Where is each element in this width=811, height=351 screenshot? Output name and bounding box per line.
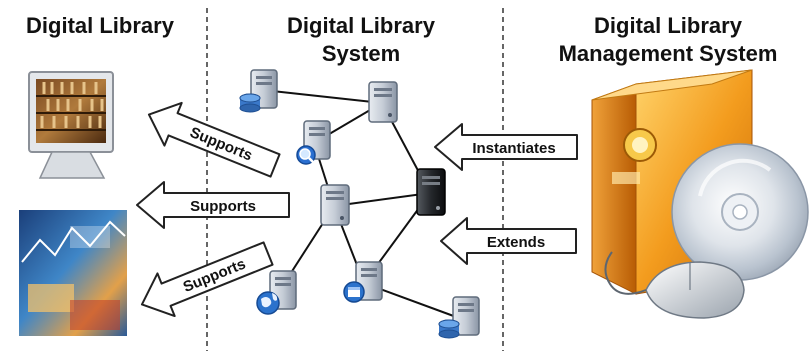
right-column-title-line2: Management System: [559, 41, 778, 66]
supports-middle-label: Supports: [190, 198, 256, 215]
supports-middle-arrow: Supports: [136, 181, 290, 229]
server-tower-icon: [320, 184, 350, 226]
instantiates-arrow: Instantiates: [434, 123, 578, 171]
server-with-window-icon: [343, 261, 383, 303]
black-server-icon: [416, 168, 446, 216]
server-with-database-icon: [438, 296, 480, 339]
middle-column-title-line2: System: [322, 41, 400, 66]
instantiates-label: Instantiates: [472, 140, 555, 157]
extends-label: Extends: [487, 234, 545, 251]
server-with-database-icon: [239, 69, 278, 113]
software-box-with-cd-and-mouse-icon: [591, 69, 809, 319]
computer-monitor-bookshelf-icon: [19, 60, 123, 184]
right-column-title-line1: Digital Library: [594, 13, 743, 38]
digital-collage-image-icon: [19, 210, 127, 336]
supports-bottom-arrow: Supports: [140, 241, 274, 318]
server-tower-icon: [368, 81, 398, 123]
server-with-magnifier-icon: [296, 120, 331, 165]
extends-arrow: Extends: [440, 217, 577, 265]
middle-column-title-line1: Digital Library: [287, 13, 436, 38]
server-with-globe-icon: [256, 270, 297, 315]
left-column-title: Digital Library: [26, 13, 175, 38]
